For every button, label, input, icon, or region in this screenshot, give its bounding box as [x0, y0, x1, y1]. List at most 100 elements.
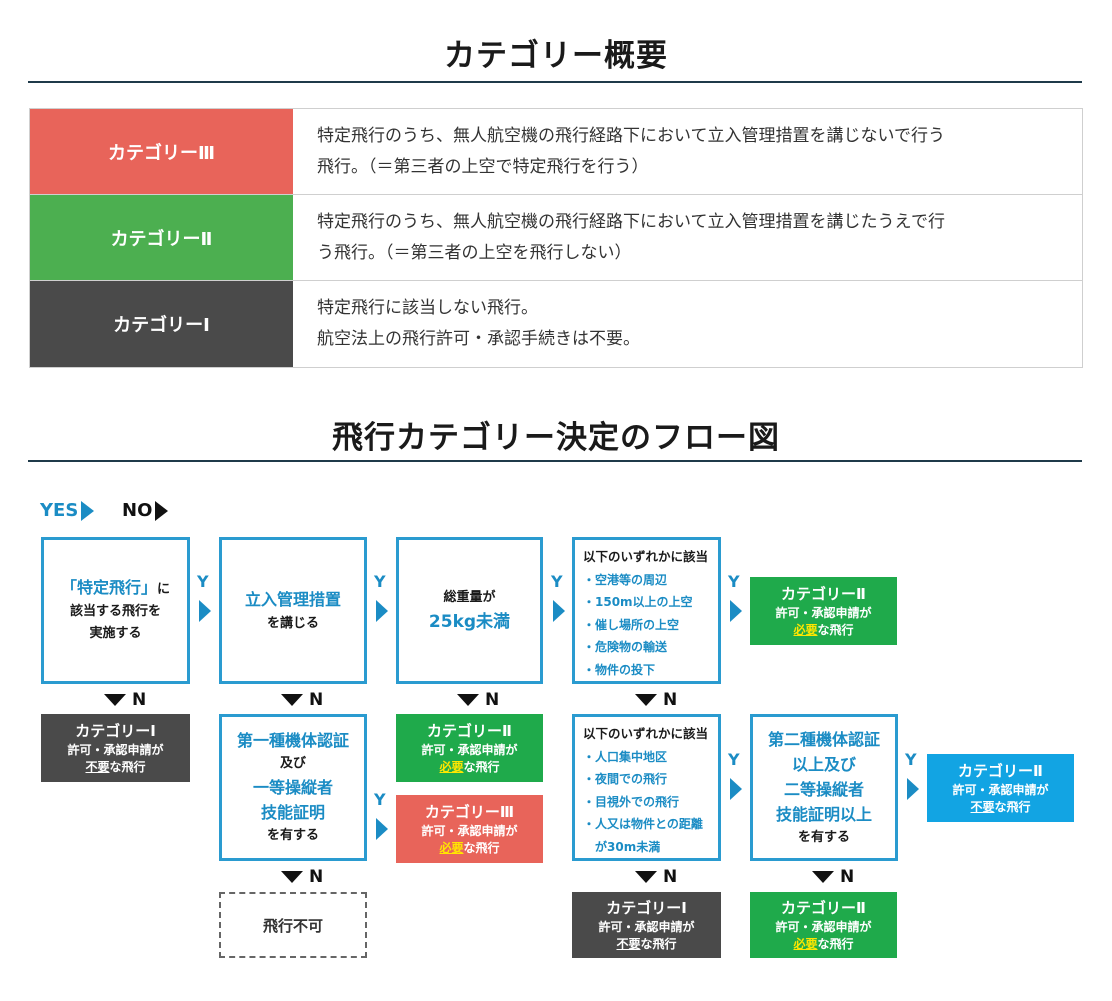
- q6-item: ・人又は物件との距離: [583, 817, 703, 831]
- q7-line1: 第二種機体認証: [767, 729, 880, 749]
- overview-cat2-line1: 特定飛行のうち、無人航空機の飛行経路下において立入管理措置を講じたうえで行: [317, 211, 945, 232]
- no-marker: N: [812, 867, 854, 887]
- result-permit-text: 許可・承認申請が: [421, 823, 518, 838]
- result-cat3-required: カテゴリーⅢ 許可・承認申請が 必要な飛行: [396, 795, 543, 863]
- no-down-arrow-icon: [281, 694, 303, 706]
- yes-arrow-icon: [907, 778, 919, 800]
- result-cat1-left: カテゴリーⅠ 許可・承認申請が 不要な飛行: [41, 714, 190, 782]
- q7-line5: を有する: [797, 829, 850, 845]
- flight-suffix: な飛行: [463, 840, 500, 855]
- flight-suffix: な飛行: [817, 936, 854, 951]
- q1-line1: 「特定飛行」に: [61, 577, 170, 601]
- q1-specific-flight-text: 「特定飛行」: [60, 577, 157, 597]
- legend-yes: YES: [40, 500, 95, 521]
- overview-row-cat3: カテゴリーⅢ 特定飛行のうち、無人航空機の飛行経路下において立入管理措置を講じな…: [30, 109, 1082, 195]
- result-need-line: 不要な飛行: [616, 936, 676, 953]
- result-cat2-required-top: カテゴリーⅡ 許可・承認申請が 必要な飛行: [750, 577, 897, 645]
- y-label: Y: [728, 750, 740, 769]
- n-label: N: [309, 690, 324, 710]
- legend-no-label: NO: [122, 500, 153, 521]
- yes-arrow-icon: [376, 818, 388, 840]
- not-required-text: 不要: [970, 799, 995, 814]
- required-text: 必要: [439, 759, 464, 774]
- q6-item: ・目視外での飛行: [583, 794, 680, 809]
- q1-line3: 実施する: [89, 625, 142, 641]
- no-down-arrow-icon: [635, 694, 657, 706]
- result-permit-text: 許可・承認申請が: [67, 742, 164, 757]
- overview-cat3-line2: 飛行。（＝第三者の上空で特定飛行を行う）: [317, 156, 649, 177]
- required-text: 必要: [439, 840, 464, 855]
- overview-cat1-label: カテゴリーⅠ: [30, 281, 293, 367]
- n-label: N: [663, 690, 678, 710]
- result-cat2-not-required: カテゴリーⅡ 許可・承認申請が 不要な飛行: [927, 754, 1074, 822]
- q5-line1: 第一種機体認証: [236, 731, 349, 750]
- y-label: Y: [728, 572, 740, 591]
- yes-arrow-icon: [553, 600, 565, 622]
- flight-suffix: な飛行: [994, 799, 1031, 814]
- no-marker: N: [281, 867, 323, 887]
- result-need-line: 必要な飛行: [439, 840, 499, 857]
- flight-suffix: な飛行: [640, 936, 677, 951]
- q4-item: ・催し場所の上空: [583, 617, 680, 632]
- result-cat2-required-mid: カテゴリーⅡ 許可・承認申請が 必要な飛行: [396, 714, 543, 782]
- overview-cat2-label: カテゴリーⅡ: [30, 195, 293, 280]
- y-label: Y: [551, 572, 563, 591]
- y-label: Y: [197, 572, 209, 591]
- overview-cat3-line1: 特定飛行のうち、無人航空機の飛行経路下において立入管理措置を講じないで行う: [317, 125, 945, 146]
- q4-item: ・危険物の輸送: [583, 640, 668, 654]
- q1-specific-flight-box: 「特定飛行」に 該当する飛行を 実施する: [41, 537, 190, 684]
- q1-line1-suffix: に: [157, 581, 171, 597]
- q7-line3: 二等操縦者: [783, 779, 864, 799]
- result-permit-text: 許可・承認申請が: [598, 919, 695, 934]
- no-marker: N: [635, 690, 677, 710]
- q6-item: ・夜間での飛行: [583, 772, 668, 786]
- y-label: Y: [374, 790, 386, 809]
- result-title: カテゴリーⅡ: [781, 584, 866, 603]
- n-label: N: [309, 867, 324, 887]
- result-title: カテゴリーⅡ: [958, 761, 1043, 780]
- q6-item: ・人口集中地区: [583, 749, 668, 764]
- q7-type2-cert-box: 第二種機体認証 以上及び 二等操縦者 技能証明以上 を有する: [750, 714, 898, 861]
- result-need-line: 不要な飛行: [85, 759, 145, 776]
- flight-suffix: な飛行: [463, 759, 500, 774]
- q3-line1: 総重量が: [443, 589, 496, 605]
- q6-item: が30m未満: [583, 839, 661, 854]
- q4-conditions-box: 以下のいずれかに該当 ・空港等の周辺 ・150m以上の上空 ・催し場所の上空 ・…: [572, 537, 721, 684]
- yes-arrow-icon: [376, 600, 388, 622]
- overview-row-cat1: カテゴリーⅠ 特定飛行に該当しない飛行。 航空法上の飛行許可・承認手続きは不要。: [30, 281, 1082, 367]
- legend-no: NO: [122, 500, 169, 521]
- y-label: Y: [905, 750, 917, 769]
- no-marker: N: [457, 690, 499, 710]
- result-need-line: 必要な飛行: [793, 936, 853, 953]
- q5-type1-cert-box: 第一種機体認証 及び 一等操縦者 技能証明 を有する: [219, 714, 367, 861]
- q7-line4: 技能証明以上: [775, 804, 872, 824]
- result-need-line: 不要な飛行: [970, 799, 1030, 816]
- overview-row-cat2: カテゴリーⅡ 特定飛行のうち、無人航空機の飛行経路下において立入管理措置を講じた…: [30, 195, 1082, 281]
- overview-divider: [28, 81, 1082, 83]
- legend-yes-label: YES: [40, 500, 79, 521]
- overview-cat2-desc: 特定飛行のうち、無人航空機の飛行経路下において立入管理措置を講じたうえで行 う飛…: [293, 195, 1082, 280]
- overview-cat2-line2: う飛行。（＝第三者の上空を飛行しない）: [317, 242, 632, 263]
- q3-weight-box: 総重量が 25kg未満: [396, 537, 543, 684]
- flight-suffix: な飛行: [109, 759, 146, 774]
- q7-line2: 以上及び: [791, 754, 856, 774]
- result-need-line: 必要な飛行: [439, 759, 499, 776]
- result-permit-text: 許可・承認申請が: [421, 742, 518, 757]
- q4-item: ・150m以上の上空: [583, 595, 693, 609]
- q4-item: ・空港等の周辺: [583, 572, 668, 587]
- result-need-line: 必要な飛行: [793, 622, 853, 639]
- no-fly-box: 飛行不可: [219, 892, 367, 958]
- q5-line3: 一等操縦者: [252, 778, 333, 797]
- result-title: カテゴリーⅡ: [427, 721, 512, 740]
- not-required-text: 不要: [616, 936, 641, 951]
- q6-title: 以下のいずれかに該当: [583, 726, 709, 741]
- result-permit-text: 許可・承認申請が: [952, 782, 1049, 797]
- q4-item: ・物件の投下: [583, 662, 656, 677]
- result-title: カテゴリーⅢ: [424, 802, 515, 821]
- n-label: N: [840, 867, 855, 887]
- category-overview-table: カテゴリーⅢ 特定飛行のうち、無人航空機の飛行経路下において立入管理措置を講じな…: [29, 108, 1083, 368]
- no-marker: N: [635, 867, 677, 887]
- result-cat2-required-bottom: カテゴリーⅡ 許可・承認申請が 必要な飛行: [750, 892, 897, 958]
- overview-title: カテゴリー概要: [444, 38, 668, 74]
- overview-cat3-label: カテゴリーⅢ: [30, 109, 293, 194]
